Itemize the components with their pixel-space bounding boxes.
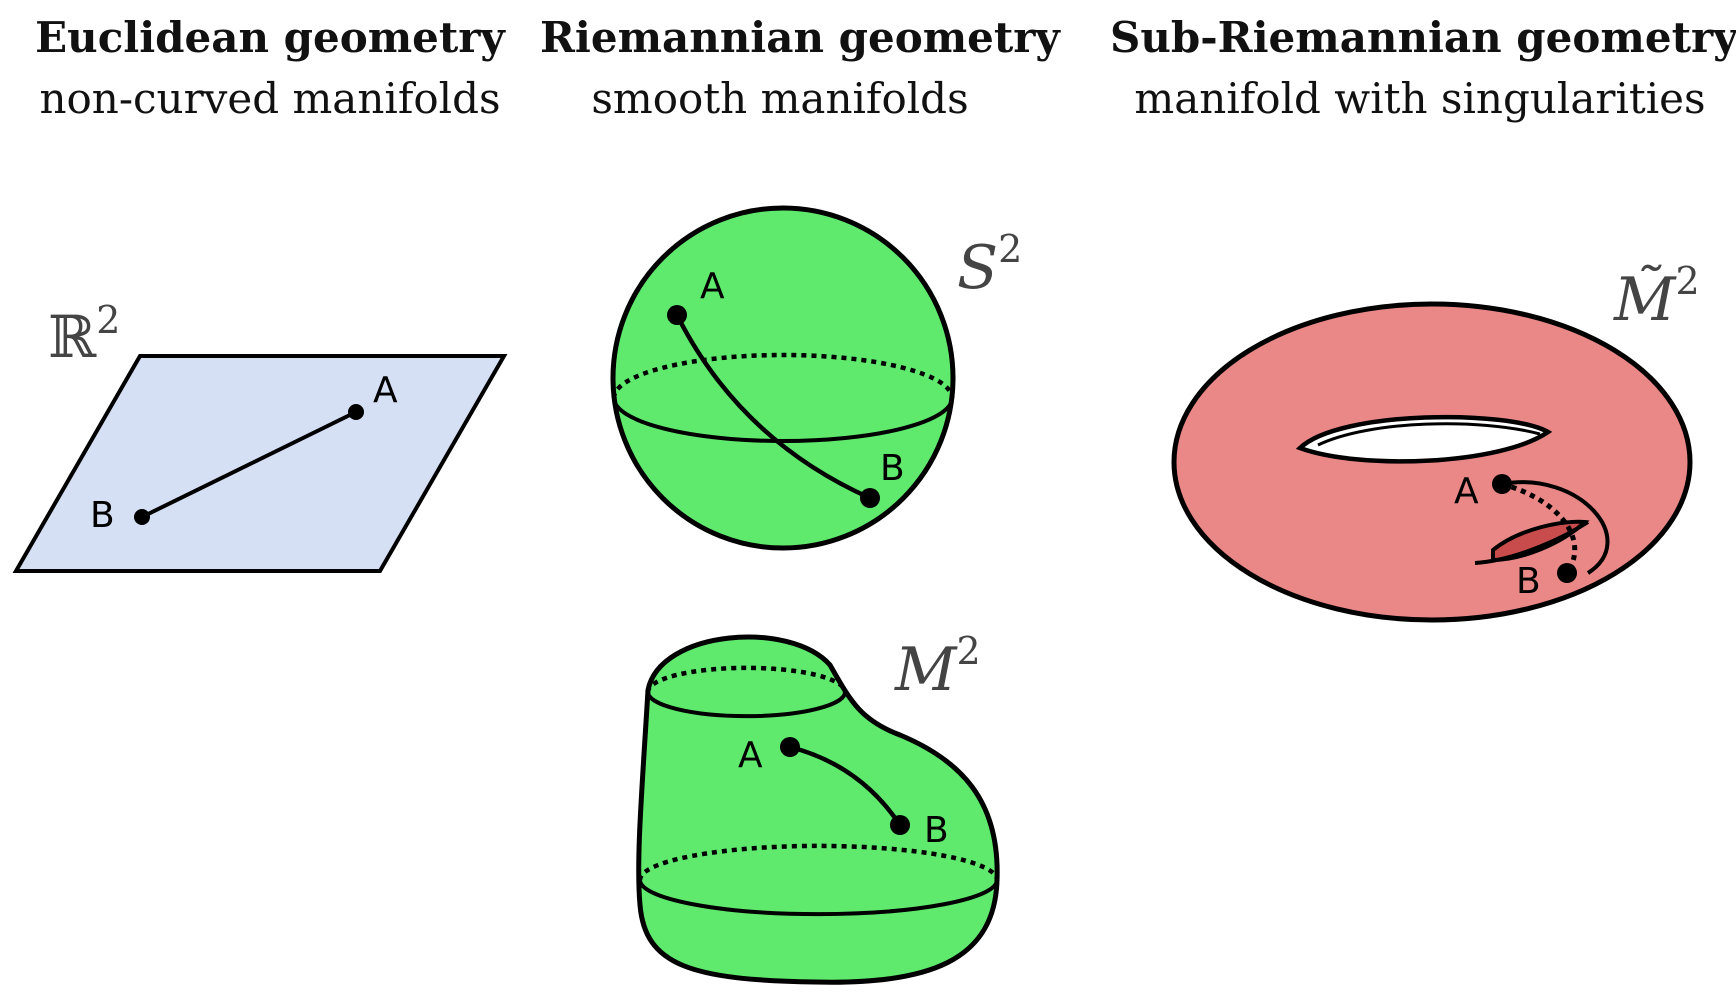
sphere-surface [610, 205, 956, 551]
torus-symbol-exp: 2 [1675, 259, 1699, 303]
blob-manifold-figure: A B M2 [636, 629, 1000, 985]
plane-point-b [134, 509, 150, 525]
torus-figure: A B M̃2 [1171, 259, 1700, 623]
plane-geodesic [141, 410, 357, 519]
plane-point-a [348, 404, 364, 420]
sphere-figure: A B S2 [610, 205, 1022, 551]
sphere-equator-back [611, 352, 955, 399]
sphere-point-a [667, 305, 687, 325]
torus-symbol: M̃2 [1613, 259, 1700, 335]
plane-label-b: B [90, 495, 115, 536]
torus-symbol-base: M̃ [1613, 264, 1677, 335]
riemannian-subtitle: smooth manifolds [591, 74, 969, 123]
column-euclidean-header: Euclidean geometry non-curved manifolds [20, 8, 520, 130]
plane-symbol: ℝ2 [48, 298, 120, 371]
torus-path-dotted [1501, 481, 1578, 575]
torus-point-b [1557, 563, 1577, 583]
blob-label-b: B [924, 810, 949, 851]
plane-surface [12, 354, 508, 573]
torus-cut-edge [1474, 520, 1590, 565]
blob-geodesic [789, 744, 902, 827]
riemannian-title: Riemannian geometry [540, 13, 1060, 62]
sphere-equator-front [612, 397, 954, 443]
torus-hole-upper-rim [1317, 422, 1541, 447]
sphere-symbol-base: S [957, 233, 998, 303]
blob-label-a: A [738, 735, 763, 776]
column-subriemannian-header: Sub-Riemannian geometry manifold with si… [1110, 8, 1736, 130]
blob-point-a [780, 737, 800, 757]
sphere-label-a: A [700, 266, 725, 307]
subriemannian-subtitle: manifold with singularities [1134, 74, 1706, 123]
euclidean-title: Euclidean geometry [35, 13, 505, 62]
subriemannian-title: Sub-Riemannian geometry [1110, 13, 1736, 62]
sphere-symbol-exp: 2 [998, 227, 1022, 271]
torus-path-solid [1501, 480, 1610, 575]
torus-point-a [1492, 474, 1512, 494]
torus-hole [1295, 414, 1553, 464]
column-riemannian-header: Riemannian geometry smooth manifolds [540, 8, 1060, 130]
euclidean-plane-figure: A B ℝ2 [12, 298, 508, 573]
blob-surface [636, 634, 1000, 985]
euclidean-subtitle: non-curved manifolds [39, 74, 501, 123]
blob-bottom-ring-front [638, 879, 999, 917]
blob-symbol-base: M [894, 635, 958, 705]
torus-label-b: B [1516, 561, 1541, 602]
blob-top-ring-back [645, 665, 848, 693]
blob-top-ring-front [646, 691, 847, 719]
sphere-label-b: B [880, 448, 905, 489]
blob-symbol-exp: 2 [956, 629, 980, 673]
blob-symbol: M2 [894, 629, 981, 705]
plane-label-a: A [373, 370, 398, 411]
blob-point-b [890, 815, 910, 835]
plane-symbol-base: ℝ [48, 303, 97, 371]
plane-symbol-exp: 2 [96, 298, 120, 342]
sphere-point-b [860, 488, 880, 508]
sphere-geodesic [674, 313, 871, 501]
sphere-symbol: S2 [957, 227, 1022, 303]
torus-label-a: A [1454, 471, 1479, 512]
